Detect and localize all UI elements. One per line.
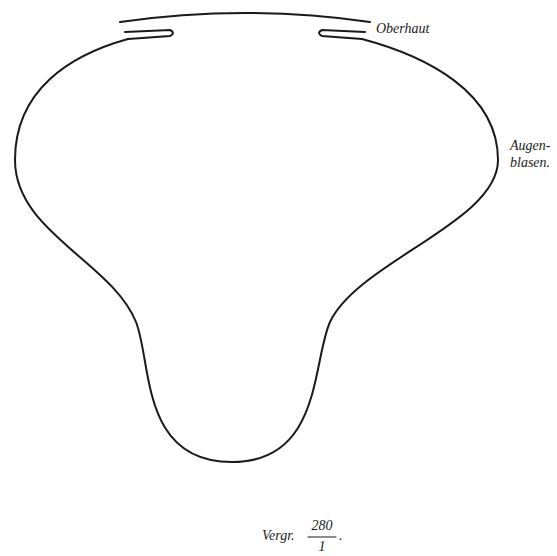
epidermis-fold-right — [319, 30, 365, 39]
magnification-number: 280 — [312, 518, 333, 535]
part-label: Augen- blasen. — [510, 138, 550, 172]
vesicle-outline — [15, 39, 498, 462]
fraction-bar — [308, 536, 336, 537]
magnification-number: 1 — [319, 539, 326, 556]
magnification-label: Vergr. — [262, 528, 295, 545]
epidermis-fold-left — [125, 30, 173, 39]
part-label: Oberhaut — [376, 21, 429, 38]
magnification-label: . — [339, 528, 343, 545]
epidermis-line — [120, 13, 370, 22]
